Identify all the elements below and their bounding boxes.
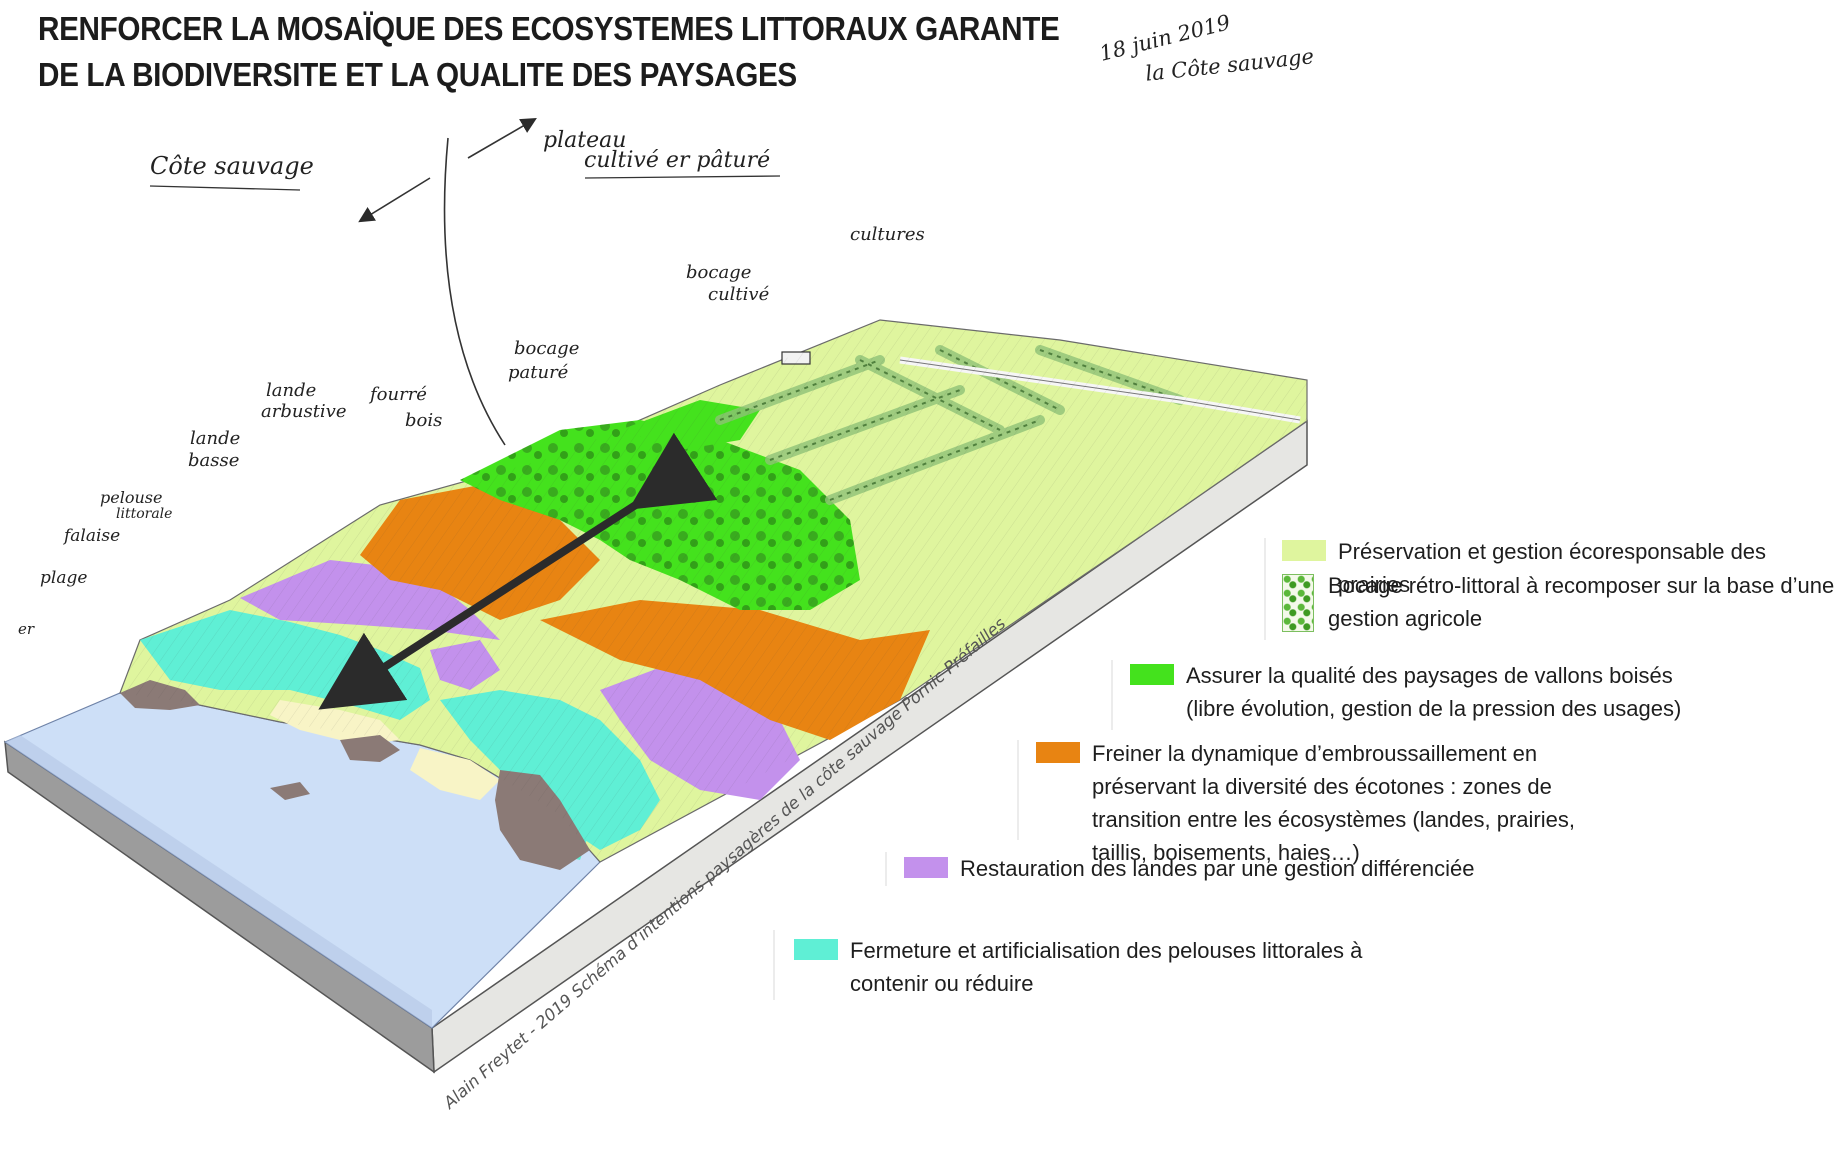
legend-item-landes: Restauration des landes par une gestion … — [904, 852, 1524, 885]
label-bocage-cultive-1: bocage — [686, 262, 752, 283]
title-line-2: DE LA BIODIVERSITE ET LA QUALITE DES PAY… — [38, 56, 797, 93]
label-lande-basse-1: lande — [190, 428, 241, 449]
legend-text-bocage: Bocage rétro-littoral à recomposer sur l… — [1328, 573, 1835, 631]
legend-item-prairies: Préservation et gestion écoresponsable d… — [1282, 535, 1827, 601]
annotation-curve-arrow — [443, 137, 506, 446]
beach-east — [410, 748, 500, 800]
label-lande-arbustive-2: arbustive — [261, 401, 347, 422]
label-er: er — [18, 620, 35, 638]
label-bocage-pature-1: bocage — [514, 338, 580, 359]
legend-swatch-bocage — [1282, 574, 1314, 632]
label-fourre-bois-1: fourré — [370, 384, 427, 405]
label-pelouse-1: pelouse — [100, 488, 163, 507]
legend-text-pelouses: Fermeture et artificialisation des pelou… — [850, 938, 1363, 996]
label-falaise: falaise — [64, 526, 121, 546]
label-bocage-pature-2: paturé — [508, 362, 569, 383]
legend-swatch-vallons — [1130, 664, 1174, 685]
label-pelouse-2: littorale — [116, 506, 173, 522]
label-lande-basse-2: basse — [188, 450, 240, 471]
legend-item-bocage: Bocage rétro-littoral à recomposer sur l… — [1282, 569, 1837, 635]
gradient-arrow — [318, 432, 718, 710]
cliff-point — [340, 735, 400, 762]
legend-item-vallons: Assurer la qualité des paysages de vallo… — [1130, 659, 1715, 725]
cliff-east — [495, 770, 590, 870]
label-bocage-cultive-2: cultivé — [708, 284, 770, 305]
legend-swatch-landes — [904, 857, 948, 878]
sea-edge-band — [5, 735, 432, 1028]
legend-text-vallons: Assurer la qualité des paysages de vallo… — [1186, 663, 1682, 721]
arrow-to-cote-sauvage — [358, 177, 431, 223]
plateau-underline — [584, 175, 781, 179]
arrow-to-plateau — [467, 117, 537, 159]
legend-swatch-pelouses — [794, 939, 838, 960]
legend-text-landes: Restauration des landes par une gestion … — [960, 856, 1475, 881]
legend-item-pelouses: Fermeture et artificialisation des pelou… — [794, 934, 1414, 1000]
label-fourre-bois-2: bois — [405, 410, 443, 431]
label-plateau-sub: cultivé er pâturé — [584, 148, 771, 173]
diagram-title: RENFORCER LA MOSAÏQUE DES ECOSYSTEMES LI… — [38, 6, 1060, 98]
legend-item-embroussaillement: Freiner la dynamique d’embroussaillement… — [1036, 737, 1616, 869]
islet — [270, 782, 310, 800]
label-cote-sauvage: Côte sauvage — [150, 152, 314, 180]
label-cultures: cultures — [850, 224, 925, 245]
label-plateau: plateau — [543, 128, 627, 153]
legend-text-prairies: Préservation et gestion écoresponsable d… — [1338, 539, 1767, 597]
label-lande-arbustive-1: lande — [266, 380, 317, 401]
title-line-1: RENFORCER LA MOSAÏQUE DES ECOSYSTEMES LI… — [38, 10, 1060, 47]
label-plage: plage — [40, 568, 88, 588]
legend-swatch-embroussaillement — [1036, 742, 1080, 763]
legend-text-embroussaillement: Freiner la dynamique d’embroussaillement… — [1092, 741, 1575, 865]
cote-sauvage-underline — [149, 185, 301, 191]
legend-swatch-prairies — [1282, 540, 1326, 561]
